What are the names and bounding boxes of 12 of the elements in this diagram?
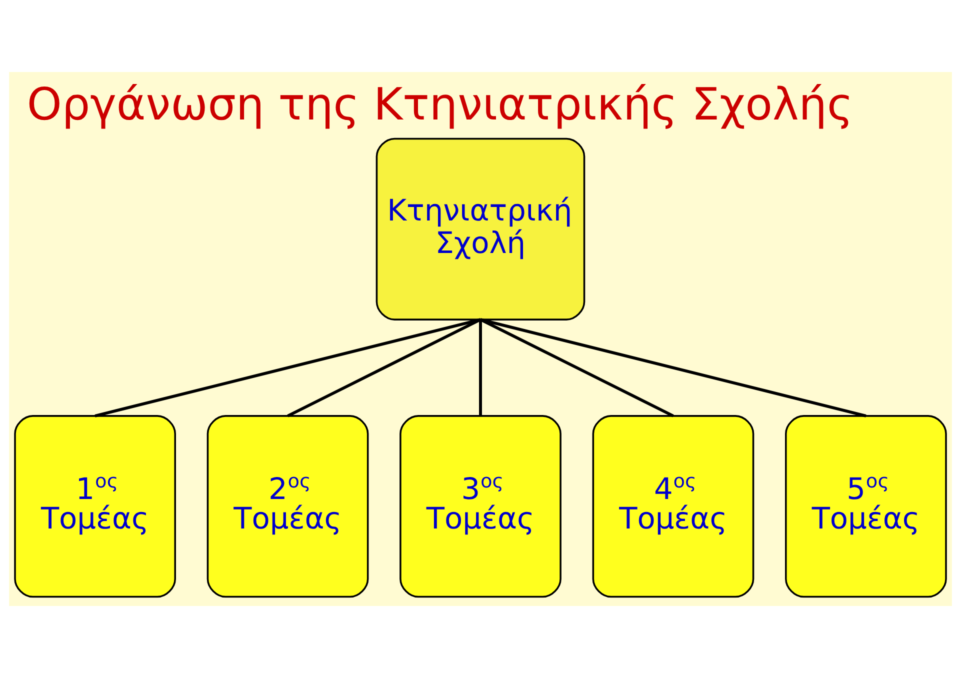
connector <box>480 318 866 418</box>
connector <box>479 318 674 418</box>
node-box: 5$^{ος}$ Τομέας <box>784 415 946 598</box>
diagram-title: Οργάνωση της Κτηνιατρικής Σχολής <box>26 79 853 130</box>
connector <box>478 320 482 416</box>
connector <box>94 318 480 418</box>
node-box: 2$^{ος}$ Τομέας <box>206 415 368 598</box>
connector <box>286 318 481 418</box>
node-box: 3$^{ος}$ Τομέας <box>399 415 561 598</box>
node-box: 4$^{ος}$ Τομέας <box>592 415 754 598</box>
node-box: 1$^{ος}$ Τομέας <box>14 415 176 598</box>
node-box: Κτηνιατρική Σχολή <box>375 138 585 320</box>
